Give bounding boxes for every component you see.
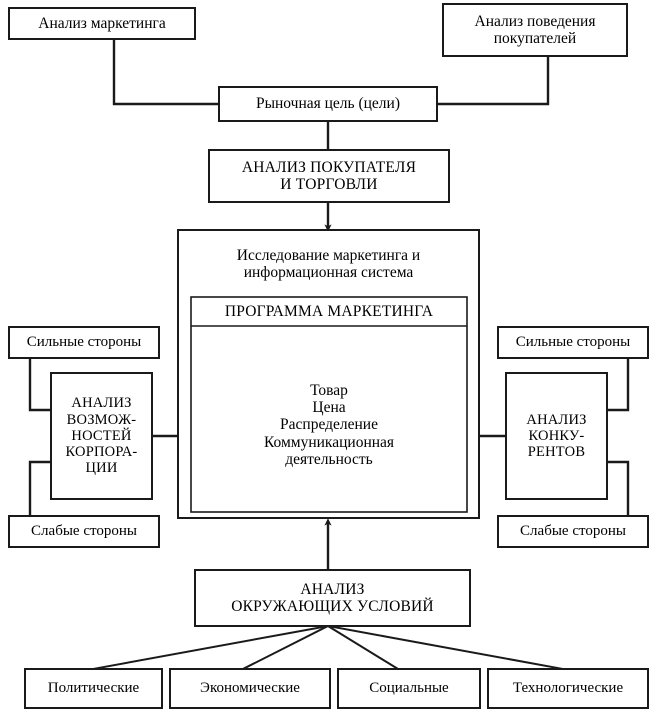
box-right-weaknesses[interactable] — [497, 515, 649, 548]
box-marketing-program[interactable] — [190, 296, 468, 513]
box-buyer-behavior-analysis[interactable] — [442, 3, 628, 57]
connector-right-weaknesses-to-competitors — [605, 460, 630, 518]
box-left-strengths[interactable] — [8, 326, 160, 359]
box-env-social[interactable] — [337, 668, 481, 709]
box-corporation-capabilities[interactable] — [50, 372, 153, 500]
box-marketing-analysis[interactable] — [8, 7, 196, 40]
connector-env-to-political — [91, 624, 330, 671]
connector-right-strengths-to-competitors — [605, 356, 630, 412]
connector-env-to-economic — [241, 624, 330, 671]
box-left-weaknesses[interactable] — [8, 515, 160, 548]
box-environment-analysis[interactable] — [194, 569, 471, 627]
connector-left-strengths-to-capabilities — [28, 356, 53, 412]
connector-left-weaknesses-to-capabilities — [28, 460, 53, 518]
box-env-economic[interactable] — [169, 668, 331, 709]
connector-marketing-to-goal — [112, 36, 221, 106]
box-env-technological[interactable] — [487, 668, 649, 709]
box-competitor-analysis[interactable] — [505, 372, 608, 500]
box-env-political[interactable] — [24, 668, 163, 709]
connector-env-to-technological — [326, 624, 565, 671]
connector-behavior-to-goal — [435, 54, 550, 106]
box-buyer-trade-analysis[interactable] — [208, 149, 450, 203]
connector-env-to-social — [326, 624, 400, 671]
box-market-goal[interactable] — [218, 86, 438, 122]
box-right-strengths[interactable] — [497, 326, 649, 359]
